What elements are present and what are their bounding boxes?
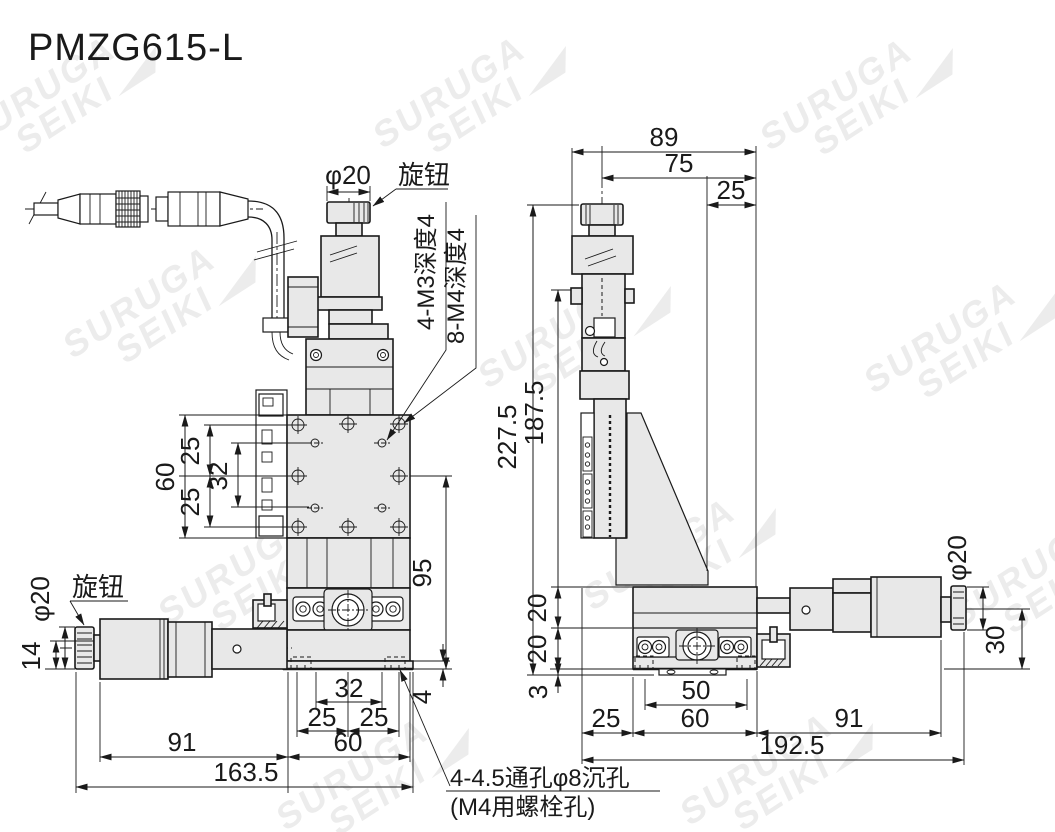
dim-knob-height-14: 14 bbox=[16, 642, 46, 671]
z-axis-rail bbox=[255, 389, 288, 539]
x-axis-motor-left bbox=[60, 593, 292, 680]
dim-top-89: 89 bbox=[650, 122, 679, 152]
dim-bottom-32: 32 bbox=[335, 673, 364, 703]
counterbore-hidden-right bbox=[384, 656, 406, 669]
dim-right-30: 30 bbox=[980, 626, 1010, 655]
z-column-side bbox=[570, 176, 635, 400]
counterbore-hidden-left bbox=[290, 656, 312, 669]
dim-left-3: 3 bbox=[523, 685, 553, 699]
dim-left-60: 60 bbox=[150, 463, 180, 492]
base-foot-rail bbox=[658, 668, 727, 676]
dim-bottom-192-5: 192.5 bbox=[759, 730, 824, 760]
m4-holes bbox=[289, 415, 408, 536]
note-4-m3: 4-M3深度4 bbox=[413, 214, 440, 330]
x-motor-body-side bbox=[870, 576, 942, 638]
dim-bottom-25: 25 bbox=[592, 703, 621, 733]
drawing-title: PMZG615-L bbox=[28, 27, 244, 69]
dim-left-227-5: 227.5 bbox=[492, 404, 522, 469]
dim-right-95: 95 bbox=[407, 559, 437, 588]
z-knob-side bbox=[580, 203, 624, 226]
cable-connector-assembly bbox=[25, 190, 298, 361]
side-view bbox=[570, 176, 992, 676]
vertical-plate-side bbox=[580, 398, 709, 586]
dim-bottom-60: 60 bbox=[334, 727, 363, 757]
z-axis-motor-column bbox=[287, 198, 394, 416]
dim-bottom-163-5: 163.5 bbox=[213, 757, 278, 787]
x-axis-motor-right bbox=[756, 576, 992, 638]
dim-left-25-upper: 25 bbox=[175, 437, 205, 466]
dim-left-20-lower: 20 bbox=[522, 635, 552, 664]
dim-left-32: 32 bbox=[203, 462, 233, 491]
note-through-hole-line2: (M4用螺栓孔) bbox=[450, 794, 595, 821]
dim-bottom-50: 50 bbox=[682, 675, 711, 705]
m3-holes bbox=[307, 438, 390, 513]
dim-top-25: 25 bbox=[717, 175, 746, 205]
dim-right-knob-dia: φ20 bbox=[942, 535, 972, 581]
dim-left-25-lower: 25 bbox=[175, 488, 205, 517]
front-base bbox=[282, 537, 414, 671]
dim-top-75: 75 bbox=[665, 148, 694, 178]
front-view bbox=[25, 190, 414, 680]
dim-knob-dia-top: φ20 bbox=[325, 160, 371, 190]
dim-bottom-25-right: 25 bbox=[360, 702, 389, 732]
label-knob-top: 旋钮 bbox=[398, 160, 450, 190]
counterbore-hidden-side-left bbox=[634, 655, 654, 669]
x-knob-right bbox=[950, 585, 967, 631]
gusset-bracket bbox=[615, 412, 709, 586]
front-view-dimensions: φ20 旋钮 60 25 32 25 95 4 32 bbox=[16, 160, 660, 821]
dim-left-187-5: 187.5 bbox=[519, 380, 549, 445]
z-motor-body bbox=[320, 235, 380, 298]
dim-bottom-25-left: 25 bbox=[308, 702, 337, 732]
x-motor-body bbox=[99, 618, 169, 680]
note-8-m4: 8-M4深度4 bbox=[443, 228, 470, 344]
rail-detail bbox=[582, 436, 593, 538]
dim-knob-dia-left: φ20 bbox=[25, 576, 55, 622]
note-through-hole-line1: 4-4.5通孔φ8沉孔 bbox=[450, 765, 630, 792]
dim-base-thickness-4: 4 bbox=[407, 690, 437, 704]
dim-bottom-60: 60 bbox=[681, 703, 710, 733]
dim-bottom-91: 91 bbox=[835, 703, 864, 733]
side-base bbox=[632, 586, 791, 676]
side-view-dimensions: 89 75 25 227.5 187.5 20 20 3 50 25 60 bbox=[492, 122, 1030, 765]
dim-left-20-upper: 20 bbox=[522, 594, 552, 623]
connector-box bbox=[287, 276, 319, 338]
counterbore-hidden-side-right bbox=[736, 655, 756, 669]
label-knob-left: 旋钮 bbox=[72, 572, 124, 602]
dim-bottom-91: 91 bbox=[168, 727, 197, 757]
